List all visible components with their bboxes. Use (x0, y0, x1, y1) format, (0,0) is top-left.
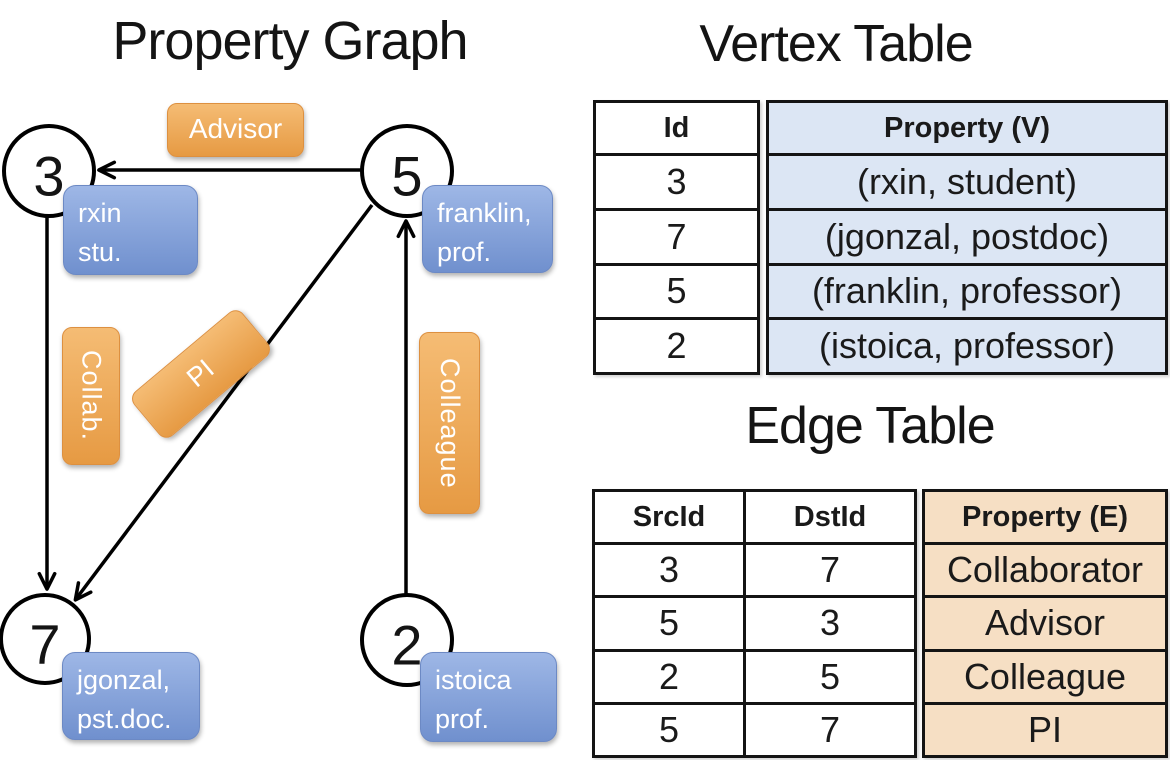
node-7-property-line2: pst.doc. (77, 704, 172, 735)
edge-table-property-cell: PI (925, 701, 1165, 755)
edge-table-srcid-cell: 2 (595, 648, 743, 702)
edge-table-dstid-cell: 3 (743, 595, 914, 649)
vertex-table-id-cell: 7 (596, 207, 757, 263)
edge-table-dstid-cell: 7 (743, 701, 914, 755)
node-3-id: 3 (33, 145, 64, 208)
edge-table-property-header: Property (E) (962, 500, 1128, 533)
property-graph-title: Property Graph (112, 11, 468, 71)
vertex-table-property-column: Property (V) (rxin, student) (jgonzal, p… (766, 100, 1168, 375)
node-3-property-line1: rxin (78, 198, 122, 228)
node-7-property-label: jgonzal, pst.doc. (62, 652, 200, 740)
edge-label-advisor: Advisor (167, 103, 304, 157)
edge-table-dstid-cell: 7 (743, 542, 914, 596)
vertex-table-id-header: Id (663, 111, 690, 144)
vertex-table-property-header: Property (V) (884, 111, 1050, 144)
vertex-table-id-column: Id 3 7 5 2 (593, 100, 760, 375)
edge-table-id-columns: SrcId DstId 3 7 5 3 2 5 5 7 (592, 489, 917, 758)
vertex-table-id-cell: 2 (596, 317, 757, 372)
edge-label-collab: Collab. (62, 327, 120, 465)
vertex-table-property-cell: (rxin, student) (769, 153, 1165, 208)
vertex-table-id-cell: 5 (596, 262, 757, 318)
node-2-property-line2: prof. (435, 704, 490, 735)
edge-table-srcid-header: SrcId (632, 500, 706, 533)
edge-table-srcid-cell: 3 (595, 542, 743, 595)
node-2-property-line1: istoica (435, 665, 512, 695)
node-5-property-line1: franklin, (437, 198, 532, 228)
vertex-table-property-cell: (franklin, professor) (769, 262, 1165, 318)
node-2-property-label: istoica prof. (420, 652, 557, 742)
vertex-table-property-cell: (jgonzal, postdoc) (769, 207, 1165, 263)
edge-table-property-cell: Colleague (925, 648, 1165, 702)
node-5-id: 5 (391, 145, 422, 208)
node-7-id: 7 (29, 613, 60, 676)
node-5-property-line2: prof. (437, 237, 492, 268)
edge-table-property-cell: Advisor (925, 595, 1165, 648)
edge-label-colleague: Colleague (419, 332, 480, 514)
node-3-property-label: rxin stu. (63, 185, 198, 275)
vertex-table-property-cell: (istoica, professor) (769, 317, 1165, 372)
edge-table-title: Edge Table (745, 397, 995, 455)
node-5-property-label: franklin, prof. (422, 185, 553, 273)
vertex-table-title: Vertex Table (699, 15, 973, 73)
edge-table-property-column: Property (E) Collaborator Advisor Collea… (922, 489, 1168, 758)
node-2-id: 2 (391, 614, 422, 677)
node-3-property-line2: stu. (78, 237, 122, 268)
vertex-table-id-cell: 3 (596, 153, 757, 208)
node-7-property-line1: jgonzal, (77, 665, 171, 695)
edge-table-srcid-cell: 5 (595, 595, 743, 648)
edge-table-property-cell: Collaborator (925, 542, 1165, 595)
edge-table-dstid-header: DstId (743, 492, 914, 542)
edge-pi-5-to-7 (73, 203, 374, 602)
edge-table-dstid-cell: 5 (743, 648, 914, 702)
edge-table-srcid-cell: 5 (595, 701, 743, 755)
